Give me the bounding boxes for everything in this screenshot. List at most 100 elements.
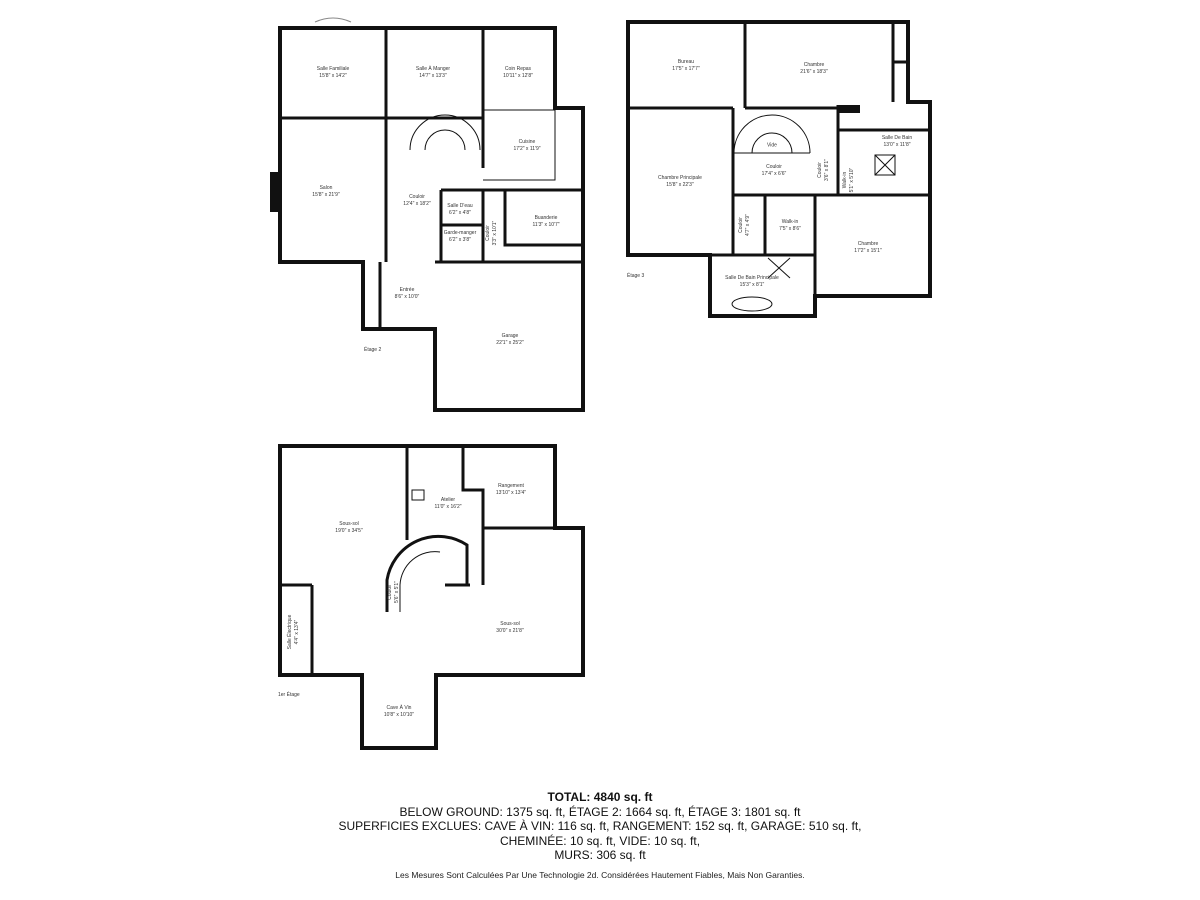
etage1-walls (278, 444, 585, 750)
room-name: Chambre Principale (658, 175, 702, 181)
floor-label-etage2: Étage 2 (364, 347, 382, 353)
room-name: Couloir (409, 194, 425, 200)
room-name: Couloir (387, 584, 393, 600)
room-dimensions: 17'2" x 15'1" (854, 248, 882, 254)
summary-line: BELOW GROUND: 1375 sq. ft, ÉTAGE 2: 1664… (399, 804, 801, 819)
room-name: Coin Repas (504, 66, 532, 72)
room-dimensions: 15'8" x 14'2" (319, 73, 347, 79)
room-dimensions: 3'3" x 10'1" (492, 220, 498, 246)
room-name: Cave À Vin (386, 705, 412, 711)
room-name: Garde-manger (443, 230, 477, 236)
room-name: Salle D'eau (447, 203, 473, 209)
room-name: Rangement (498, 483, 524, 489)
area-summary: TOTAL: 4840 sq. ft BELOW GROUND: 1375 sq… (0, 790, 1200, 863)
room-dimensions: 19'0" x 34'5" (335, 528, 363, 534)
etage2-walls (270, 17, 585, 412)
room-dimensions: 22'1" x 25'2" (496, 340, 524, 346)
room-dimensions: 17'4" x 6'6" (761, 171, 787, 177)
room-name: Couloir (817, 162, 823, 178)
room-dimensions: 3'6" x 8'1" (824, 159, 830, 181)
room-name: Salle Familiale (316, 66, 350, 72)
total-area: TOTAL: 4840 sq. ft (547, 790, 653, 804)
room-name: Entrée (399, 287, 415, 293)
room-dimensions: 8'6" x 10'0" (394, 294, 420, 300)
room-name: Sous-sol (339, 521, 359, 527)
room-name: Walk-in (781, 219, 799, 225)
room-dimensions: 13'10" x 13'4" (495, 490, 527, 496)
room-name: Cuisine (518, 139, 536, 145)
room-dimensions: 6'2" x 3'8" (449, 237, 471, 243)
room-name: Salon (319, 185, 333, 191)
room-name: Chambre (857, 241, 879, 247)
room-vide: Vide (767, 143, 777, 150)
floor-label-etage1: 1er Étage (278, 692, 300, 698)
room-dimensions: 21'6" x 18'3" (800, 69, 828, 75)
room-dimensions: 15'8" x 22'3" (666, 182, 694, 188)
room-name: Buanderie (534, 215, 558, 221)
summary-line: MURS: 306 sq. ft (554, 848, 646, 862)
room-dimensions: 12'4" x 18'2" (403, 201, 431, 207)
room-name: Couloir (738, 217, 744, 233)
etage3-walls (626, 20, 932, 318)
summary-line: CHEMINÉE: 10 sq. ft, VIDE: 10 sq. ft, (499, 833, 701, 848)
room-dimensions: 15'8" x 21'9" (312, 192, 340, 198)
room-name: Walk-in (842, 171, 848, 189)
room-name: Salle De Bain (881, 135, 913, 141)
room-name: Couloir (485, 225, 491, 241)
room-dimensions: 4'7" x 4'9" (745, 214, 751, 236)
floor-label-etage3: Étage 3 (627, 273, 645, 279)
disclaimer: Les Mesures Sont Calculées Par Une Techn… (395, 870, 805, 880)
room-name: Salle De Bain Principale (725, 275, 779, 281)
room-name: Couloir (766, 164, 782, 170)
room-name: Chambre (803, 62, 825, 68)
room-dimensions: 15'3" x 8'1" (739, 282, 765, 288)
room-dimensions: 14'7" x 13'3" (419, 73, 447, 79)
room-dimensions: 5'6" x 5'1" (394, 581, 400, 603)
room-name: Vide (767, 142, 777, 149)
room-name: Salle Électrique (287, 614, 293, 650)
room-dimensions: 10'8" x 10'10" (383, 712, 415, 718)
room-dimensions: 17'2" x 11'9" (513, 146, 541, 152)
room-dimensions: 7'5" x 8'6" (779, 226, 801, 232)
room-name: Sous-sol (500, 621, 520, 627)
summary-line: SUPERFICIES EXCLUES: CAVE À VIN: 116 sq.… (338, 819, 862, 833)
room-dimensions: 6'2" x 4'8" (449, 210, 471, 216)
room-name: Salle À Manger (415, 66, 451, 72)
room-name: Bureau (677, 59, 695, 65)
room-dimensions: 5'1" x 5'10" (849, 167, 855, 193)
room-dimensions: 17'5" x 17'7" (672, 66, 700, 72)
room-dimensions: 10'11" x 12'8" (503, 73, 533, 79)
room-name: Atelier (440, 497, 456, 503)
room-dimensions: 4'4" x 13'4" (294, 619, 300, 645)
